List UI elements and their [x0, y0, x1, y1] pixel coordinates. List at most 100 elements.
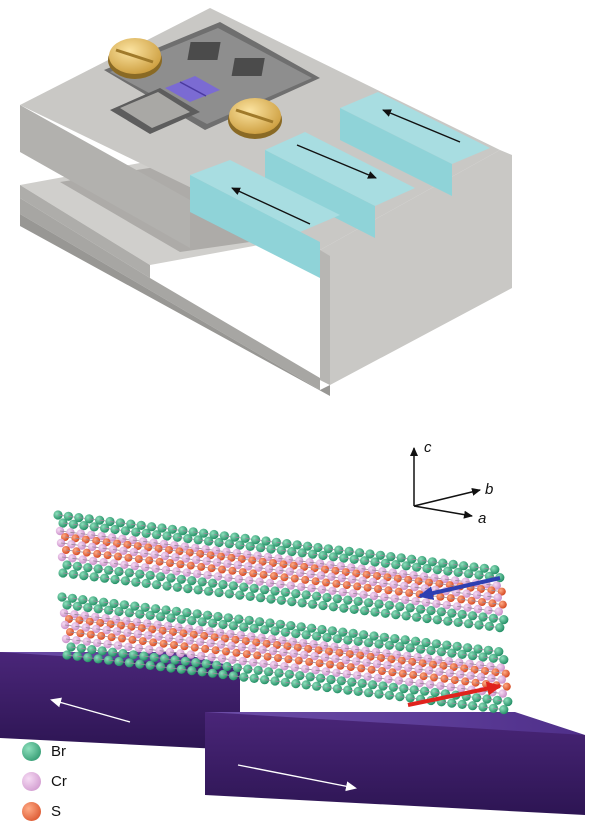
- br-atom: [494, 647, 504, 657]
- cr-atom: [415, 679, 424, 688]
- legend-item-br: Br: [22, 736, 142, 766]
- cr-atom: [259, 659, 268, 668]
- cr-atom: [487, 674, 496, 683]
- br-atom: [201, 659, 211, 669]
- cr-atom: [331, 654, 340, 663]
- br-atom: [235, 540, 245, 550]
- cr-atom: [432, 599, 441, 608]
- cr-atom: [306, 570, 315, 579]
- br-atom: [495, 623, 505, 633]
- br-atom: [249, 623, 259, 634]
- br-atom: [131, 577, 141, 587]
- br-atom: [145, 570, 155, 581]
- cr-atom: [382, 649, 391, 658]
- br-atom: [239, 622, 249, 632]
- cr-atom: [358, 576, 367, 585]
- axis-b-label: b: [485, 481, 493, 498]
- br-atom: [240, 533, 250, 544]
- br-atom: [183, 584, 193, 594]
- br-atom-icon: [22, 741, 41, 761]
- br-atom: [243, 664, 253, 674]
- br-atom: [183, 534, 193, 544]
- cr-atom: [465, 659, 474, 668]
- cr-atom: [413, 653, 422, 662]
- br-atom: [234, 614, 244, 624]
- br-atom: [239, 672, 249, 682]
- br-atom: [182, 608, 192, 618]
- br-atom: [197, 667, 207, 677]
- br-atom: [490, 565, 500, 575]
- br-atom: [145, 610, 155, 621]
- br-atom: [187, 666, 197, 676]
- cr-atom: [414, 665, 423, 674]
- cr-atom: [362, 658, 371, 667]
- s-atom: [497, 587, 506, 596]
- br-atom: [135, 659, 145, 669]
- cr-atom: [493, 593, 502, 602]
- br-atom: [130, 601, 140, 611]
- cr-atom: [363, 672, 372, 681]
- piezo-stack-3: [190, 160, 340, 278]
- cr-atom: [380, 593, 389, 602]
- frame-right-front: [320, 150, 512, 385]
- cr-atom: [384, 675, 393, 684]
- br-atom: [193, 585, 203, 595]
- cr-atom: [276, 580, 285, 589]
- br-atom: [139, 651, 149, 661]
- cr-atom: [309, 640, 318, 649]
- cr-atom: [275, 566, 284, 575]
- cr-atom: [328, 586, 337, 595]
- br-atom: [135, 609, 145, 619]
- s-atom: [502, 682, 511, 691]
- br-atom: [245, 541, 255, 552]
- cr-atom: [258, 645, 267, 654]
- substrate-right: [205, 712, 585, 815]
- br-atom: [141, 528, 151, 539]
- cr-atom: [492, 581, 501, 590]
- br-atom: [499, 615, 509, 625]
- s-atom: [123, 540, 132, 549]
- cr-atom: [359, 590, 368, 599]
- br-atom: [197, 617, 207, 627]
- magnetization-arrow-bottom-layer: [407, 681, 502, 707]
- br-atom: [149, 652, 159, 663]
- cr-atom: [409, 571, 418, 580]
- cr-atom: [410, 583, 419, 592]
- br-atom: [135, 569, 145, 579]
- br-atom: [141, 578, 151, 589]
- cr-atom: [430, 573, 439, 582]
- cr-atom: [361, 646, 370, 655]
- br-atom: [230, 532, 240, 542]
- cr-atom: [332, 668, 341, 677]
- br-atom: [178, 526, 188, 536]
- legend-label-cr: Cr: [51, 772, 67, 790]
- cr-atom: [326, 560, 335, 569]
- cr-atom: [497, 675, 506, 684]
- s-atom: [501, 669, 510, 678]
- piezo-stack-2: [265, 132, 415, 238]
- br-atom: [187, 616, 197, 626]
- cr-atom: [434, 655, 443, 664]
- cr-atom: [496, 663, 505, 672]
- br-atom: [188, 527, 198, 537]
- magnetization-arrow-top-layer: [418, 576, 501, 600]
- br-atom: [235, 590, 245, 600]
- br-atom: [191, 658, 201, 668]
- frame-front-left: [20, 105, 190, 248]
- br-atom: [145, 660, 155, 671]
- br-atom: [499, 655, 509, 665]
- br-atom: [244, 615, 254, 626]
- cr-atom: [311, 666, 320, 675]
- cr-atom: [486, 662, 495, 671]
- br-atom: [249, 673, 259, 684]
- s-atom-icon: [22, 801, 41, 821]
- legend: Br Cr S: [22, 736, 142, 826]
- br-atom: [136, 520, 146, 531]
- cr-atom: [305, 558, 314, 567]
- cr-atom: [274, 554, 283, 563]
- axis-a-label: a: [478, 510, 486, 527]
- br-atom: [140, 602, 150, 613]
- legend-label-s: S: [51, 802, 62, 820]
- frame-lower-front: [20, 185, 150, 278]
- cr-atom-icon: [22, 771, 41, 791]
